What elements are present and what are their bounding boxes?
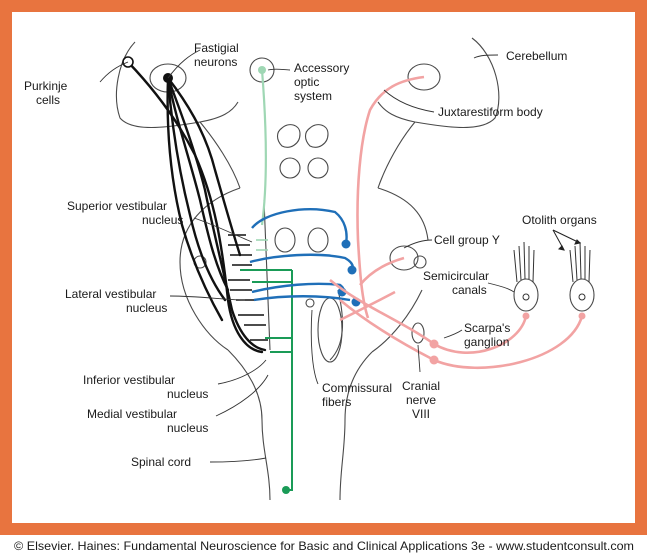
cell-group-y-label: Cell group Y	[434, 233, 500, 247]
scarpa-label-line2: ganglion	[464, 335, 509, 349]
otolith-organs-arrow	[552, 229, 582, 251]
figure-frame	[0, 0, 647, 535]
spinal-cord-label: Spinal cord	[131, 455, 191, 469]
semicircular-label-line2: canals	[452, 283, 487, 297]
cranial-nerve-label-line3: VIII	[412, 407, 430, 421]
scarpa-label-line1: Scarpa's	[464, 321, 510, 335]
medial-vestibular-label-line2: nucleus	[167, 421, 208, 435]
commissural-label-line2: fibers	[322, 395, 351, 409]
cranial-nerve-label-line2: nerve	[406, 393, 436, 407]
cranial-nerve-label-line1: Cranial	[402, 379, 440, 393]
purkinje-label-line1: Purkinje	[24, 79, 68, 93]
lateral-vestibular-label-line1: Lateral vestibular	[65, 287, 156, 301]
vestibulospinal-fiber	[240, 269, 293, 494]
copyright-credit: © Elsevier. Haines: Fundamental Neurosci…	[14, 539, 634, 553]
inferior-vestibular-label-line1: Inferior vestibular	[83, 373, 175, 387]
medial-vestibular-label-line1: Medial vestibular	[87, 407, 177, 421]
semicircular-hair-cell-icon	[513, 241, 535, 301]
accessory-optic-label-line3: system	[294, 89, 332, 103]
fastigial-label-line1: Fastigial	[194, 41, 239, 55]
fastigial-label-line2: neurons	[194, 55, 237, 69]
semicircular-label-line1: Semicircular	[423, 269, 489, 283]
purkinje-fibers	[122, 56, 267, 354]
otolith-hair-cell-icon	[569, 241, 591, 301]
afferent-fibers	[329, 75, 586, 370]
accessory-optic-label-line2: optic	[294, 75, 319, 89]
inferior-vestibular-label-line2: nucleus	[167, 387, 208, 401]
superior-vestibular-label-line2: nucleus	[142, 213, 183, 227]
otolith-label: Otolith organs	[522, 213, 597, 227]
cerebellum-label: Cerebellum	[506, 49, 567, 63]
purkinje-label-line2: cells	[36, 93, 60, 107]
black-terminals	[228, 234, 268, 341]
accessory-optic-label-line1: Accessory	[294, 61, 349, 75]
superior-vestibular-label-line1: Superior vestibular	[67, 199, 167, 213]
commissural-label-line1: Commissural	[322, 381, 392, 395]
juxtarestiform-label: Juxtarestiform body	[438, 105, 543, 119]
labels: Purkinje cells Fastigial neurons Accesso…	[24, 41, 597, 469]
leader-lines	[99, 49, 515, 463]
lateral-vestibular-label-line2: nucleus	[126, 301, 167, 315]
